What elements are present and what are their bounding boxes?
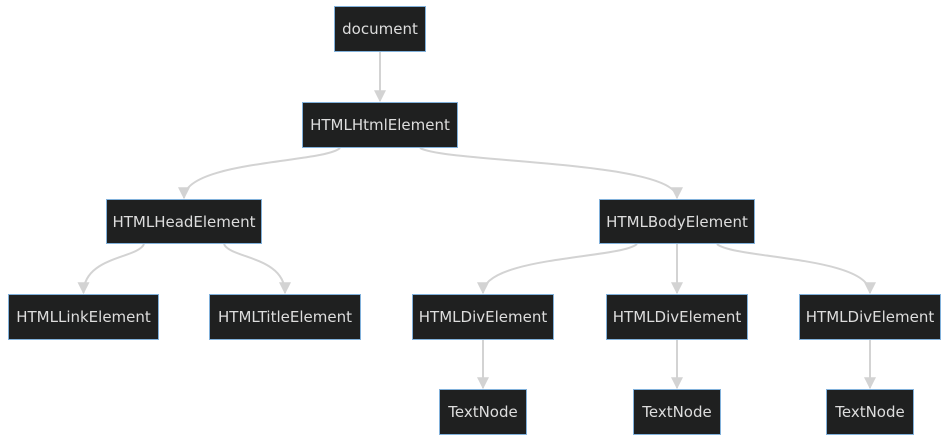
node-div-element-1: HTMLDivElement [412,294,554,340]
edge-head-to-link [77,243,145,295]
node-head-element: HTMLHeadElement [106,199,262,244]
node-div-element-2: HTMLDivElement [606,294,748,340]
edge-html-to-head [178,147,341,200]
node-body-element: HTMLBodyElement [599,199,755,244]
node-div-element-3: HTMLDivElement [799,294,941,340]
node-link-element: HTMLLinkElement [8,294,159,340]
node-title-element: HTMLTitleElement [209,294,361,340]
edge-body-to-div3 [716,243,876,295]
node-document: document [334,6,426,52]
edge-html-to-body [419,147,683,200]
node-html-element: HTMLHtmlElement [302,102,458,148]
node-text-node-2: TextNode [633,389,721,435]
edge-head-to-title [223,243,291,295]
edge-body-to-div1 [477,243,638,295]
node-text-node-3: TextNode [826,389,914,435]
node-text-node-1: TextNode [439,389,527,435]
